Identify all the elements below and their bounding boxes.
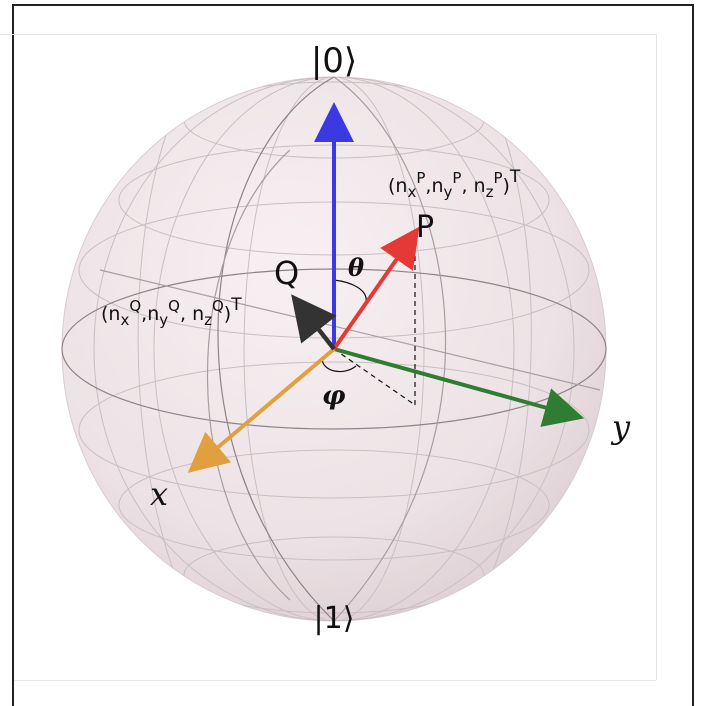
projection-line-horizontal (333, 348, 416, 406)
point-P-label: P (416, 210, 434, 245)
x-axis-label: x (150, 475, 168, 513)
phi-label: φ (322, 381, 346, 411)
point-Q-label: Q (274, 254, 299, 292)
y-axis-arrow (333, 347, 585, 427)
sphere-great-circles (61, 76, 607, 622)
figure-border-right (656, 34, 657, 680)
ket-one-label: |1⟩ (314, 601, 355, 636)
theta-arc (333, 279, 367, 303)
coordinate-label-P: (nxP,nyP, nzP)T (388, 167, 521, 201)
figure-border-bottom (14, 680, 656, 681)
x-axis-arrow (187, 347, 336, 473)
ket-zero-label: |0⟩ (311, 41, 357, 81)
vector-P-arrow (332, 226, 420, 351)
y-axis-label: y (610, 408, 631, 446)
sphere-grid (78, 77, 590, 621)
coordinate-label-Q: (nxQ,nyQ, nzQ)T (101, 295, 242, 329)
theta-label: θ (348, 253, 364, 282)
figure-border-top (0, 34, 656, 35)
vector-Q-arrow (291, 294, 337, 351)
